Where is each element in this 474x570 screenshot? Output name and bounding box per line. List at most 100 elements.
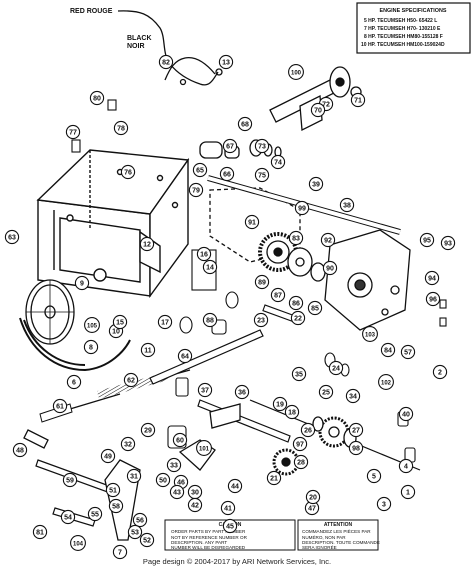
callout-number: 94 — [428, 276, 436, 283]
engine-spec-line: 8 HP. TECUMSEH HM80-155128 F — [364, 34, 443, 40]
callout-number: 37 — [201, 388, 209, 395]
callout-circle — [380, 342, 396, 358]
callout-number: 97 — [296, 442, 304, 449]
callout-circle — [196, 246, 212, 262]
callout-number: 43 — [173, 490, 181, 497]
callout-number: 81 — [36, 530, 44, 537]
callout-circle — [288, 295, 304, 311]
callout-95: 95 — [419, 232, 435, 248]
callout-circle — [320, 232, 336, 248]
callout-number: 74 — [274, 160, 282, 167]
callout-number: 77 — [69, 130, 77, 137]
callout-58: 58 — [108, 498, 124, 514]
callout-67: 67 — [222, 138, 238, 154]
callout-79: 79 — [188, 182, 204, 198]
callout-circle — [62, 472, 78, 488]
callout-circle — [288, 64, 304, 80]
callout-circle — [272, 396, 288, 412]
lower-shafts — [35, 329, 291, 527]
callout-number: 79 — [192, 188, 200, 195]
callout-number: 70 — [314, 108, 322, 115]
callout-circle — [112, 544, 128, 560]
callout-number: 42 — [191, 503, 199, 510]
engine-spec-title: ENGINE SPECIFICATIONS — [380, 8, 447, 14]
callout-circle — [294, 200, 310, 216]
callout-number: 26 — [304, 428, 312, 435]
callout-35: 35 — [291, 366, 307, 382]
callout-number: 73 — [258, 144, 266, 151]
callout-number: 83 — [292, 236, 300, 243]
callout-number: 41 — [224, 506, 232, 513]
callout-92: 92 — [320, 232, 336, 248]
callout-circle — [307, 300, 323, 316]
callout-number: 17 — [161, 320, 169, 327]
callout-55: 55 — [87, 506, 103, 522]
callout-number: 20 — [309, 495, 317, 502]
callout-7: 7 — [112, 544, 128, 560]
callout-number: 27 — [352, 428, 360, 435]
callout-number: 30 — [191, 490, 199, 497]
callout-number: 66 — [223, 172, 231, 179]
callout-90: 90 — [322, 260, 338, 276]
callout-75: 75 — [254, 167, 270, 183]
callout-number: 52 — [143, 538, 151, 545]
callout-21: 21 — [266, 470, 282, 486]
callout-circle — [32, 524, 48, 540]
callout-number: 7 — [118, 550, 122, 557]
callout-61: 61 — [52, 398, 68, 414]
callout-number: 55 — [91, 512, 99, 519]
callout-circle — [202, 312, 218, 328]
callout-number: 4 — [404, 464, 408, 471]
callout-3: 3 — [376, 496, 392, 512]
callout-56: 56 — [132, 512, 148, 528]
callout-circle — [100, 448, 116, 464]
caution-line: NUMBER WILL BE DISREGARDED — [171, 545, 246, 550]
callout-102: 102 — [378, 374, 394, 390]
callout-circle — [155, 472, 171, 488]
callout-59: 59 — [62, 472, 78, 488]
callout-circle — [74, 275, 90, 291]
callout-64: 64 — [177, 348, 193, 364]
callout-number: 34 — [349, 394, 357, 401]
attention-title: ATTENTION — [324, 522, 353, 528]
callout-94: 94 — [424, 270, 440, 286]
callout-number: 44 — [231, 484, 239, 491]
callout-41: 41 — [220, 500, 236, 516]
engine-spec-line: 5 HP. TECUMSEH H50- 65422 L — [364, 18, 437, 24]
callout-14: 14 — [202, 259, 218, 275]
callout-circle — [345, 388, 361, 404]
callout-circle — [424, 270, 440, 286]
callout-number: 9 — [80, 281, 84, 288]
callout-circle — [108, 498, 124, 514]
attention-line: COMMANDEZ LES PIÈCES PAR — [302, 528, 371, 534]
callout-16: 16 — [196, 246, 212, 262]
callout-26: 26 — [300, 422, 316, 438]
callout-number: 76 — [124, 170, 132, 177]
callout-number: 54 — [64, 515, 72, 522]
callout-circle — [70, 535, 86, 551]
callout-number: 12 — [143, 242, 151, 249]
callout-24: 24 — [328, 360, 344, 376]
callout-27: 27 — [348, 422, 364, 438]
callout-13: 13 — [218, 54, 234, 70]
wire-harness — [117, 10, 223, 86]
callout-circle — [300, 422, 316, 438]
callout-40: 40 — [398, 406, 414, 422]
callout-number: 59 — [66, 478, 74, 485]
callout-number: 36 — [238, 390, 246, 397]
callout-99: 99 — [294, 200, 310, 216]
callout-6: 6 — [66, 374, 82, 390]
callout-number: 56 — [136, 518, 144, 525]
callout-circle — [254, 274, 270, 290]
callout-circle — [112, 314, 128, 330]
callout-circle — [188, 182, 204, 198]
callout-circle — [157, 314, 173, 330]
callout-4: 4 — [398, 458, 414, 474]
callout-87: 87 — [270, 287, 286, 303]
callout-circle — [440, 235, 456, 251]
callout-62: 62 — [123, 372, 139, 388]
callout-circle — [292, 436, 308, 452]
callout-number: 16 — [200, 252, 208, 259]
